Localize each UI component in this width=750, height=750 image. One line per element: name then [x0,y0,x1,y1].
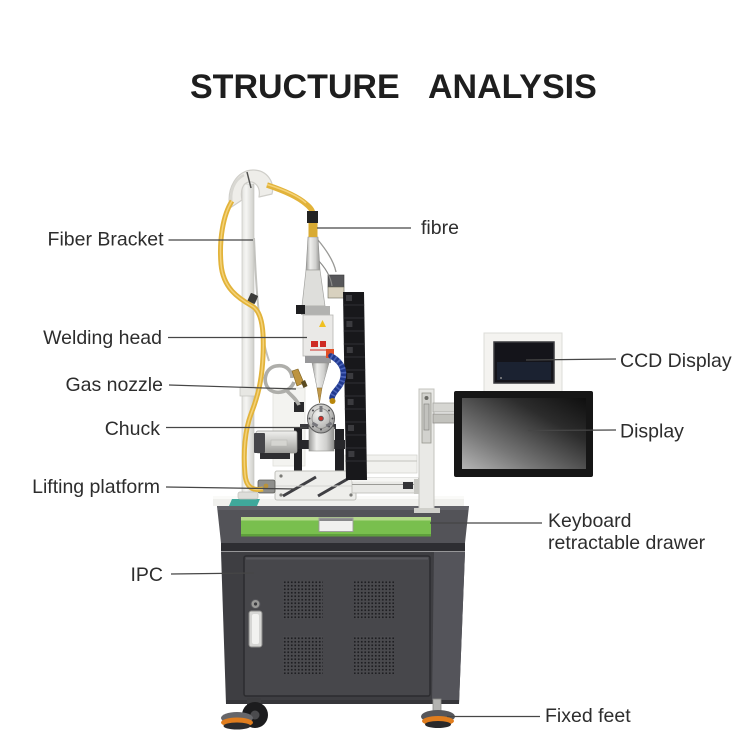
svg-text:Lifting platform: Lifting platform [32,476,160,498]
svg-text:Chuck: Chuck [105,418,161,440]
svg-text:retractable drawer: retractable drawer [548,532,706,554]
svg-text:Fixed feet: Fixed feet [545,705,631,727]
svg-text:Fiber Bracket: Fiber Bracket [48,229,165,251]
svg-text:STRUCTURE ANALYSIS: STRUCTURE ANALYSIS [190,68,597,106]
svg-text:Keyboard: Keyboard [548,510,631,532]
svg-text:CCD Display: CCD Display [620,350,732,372]
svg-text:Gas nozzle: Gas nozzle [65,374,163,396]
svg-text:Display: Display [620,421,684,443]
svg-text:fibre: fibre [421,217,459,239]
svg-text:IPC: IPC [130,564,163,586]
svg-text:Welding head: Welding head [43,327,162,349]
